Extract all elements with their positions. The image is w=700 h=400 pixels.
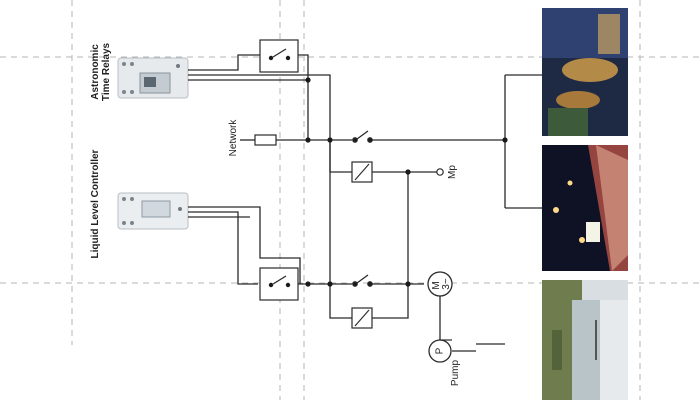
night-highway-lights-photo [542, 145, 628, 271]
bottom-coil [351, 307, 373, 329]
mp-label: Mp [447, 165, 458, 179]
wiring [188, 54, 542, 352]
liquid-level-controller-device [117, 192, 189, 230]
motor-label: M 3~ [431, 278, 452, 290]
junction-dots [305, 77, 508, 287]
astronomic-time-relay-device [117, 57, 189, 99]
pond-pump-landscape-photo [542, 280, 628, 400]
network-label: Network [228, 119, 239, 157]
motor-symbol: M 3~ [427, 271, 453, 297]
pump-p-label: P [435, 347, 446, 354]
network-fuse [254, 134, 277, 146]
bottom-relay-box [259, 267, 299, 301]
night-plaza-lights-photo [542, 8, 628, 136]
mp-terminal [436, 168, 444, 176]
top-relay-box [259, 39, 299, 73]
pump-contactor-switch [352, 274, 373, 287]
liquid-level-label: Liquid Level Controller [90, 149, 101, 258]
pump-symbol: P [428, 339, 452, 363]
main-contactor-switch [352, 130, 373, 143]
top-coil [351, 161, 373, 183]
astronomic-label-line1: Astronomic [90, 44, 101, 100]
astronomic-label-line2: Time Relays [101, 42, 112, 101]
pump-label: Pump [450, 360, 461, 387]
